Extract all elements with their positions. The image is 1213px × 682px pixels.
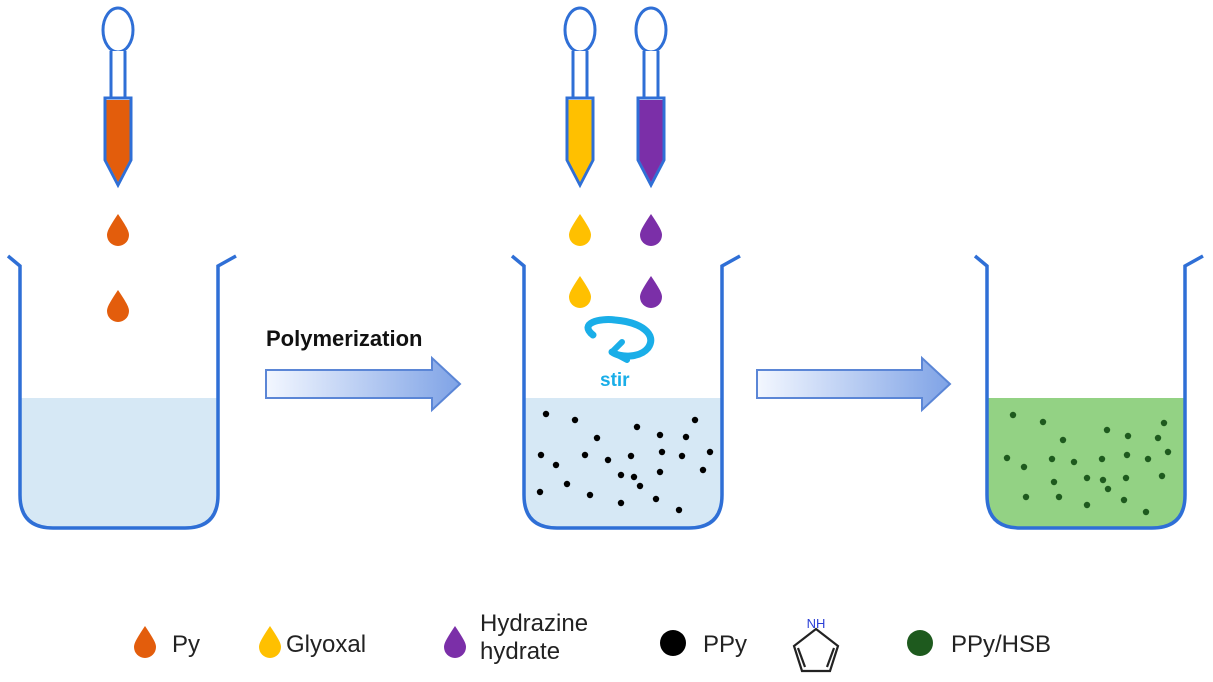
legend-ppy-label: PPy: [703, 631, 748, 658]
legend-hydrazine-line2: hydrate: [480, 638, 561, 665]
legend-hydrazine-line1: Hydrazine: [480, 610, 589, 637]
hydrazine-drop-icon: [640, 276, 662, 308]
arrow-2-icon: [756, 355, 952, 413]
py-dropper-icon: [101, 6, 135, 189]
pyrrole-ring-icon: NH: [792, 616, 840, 673]
glyoxal-dropper-icon: [563, 6, 597, 189]
glyoxal-drop-icon: [569, 214, 591, 246]
beaker-1-icon: [6, 254, 237, 530]
legend-ppy-hsb-dot-icon: [907, 630, 933, 656]
legend-ppy-dot-icon: [660, 630, 686, 656]
py-drop-icon: [107, 290, 129, 322]
py-drop-icon: [107, 214, 129, 246]
ppy-particles: [536, 410, 714, 514]
legend-hydrazine-drop-icon: [444, 626, 466, 658]
ppy-hsb-particles: [1003, 411, 1172, 516]
legend-glyoxal-label: Glyoxal: [286, 631, 367, 658]
legend-hydrazine-label: Hydrazine hydrate: [480, 610, 588, 666]
legend-py-drop-icon: [134, 626, 156, 658]
legend-py-label: Py: [172, 631, 201, 658]
stir-arrow-icon: [584, 316, 655, 363]
arrow-1-icon: [265, 355, 462, 413]
hydrazine-drop-icon: [640, 214, 662, 246]
glyoxal-drop-icon: [569, 276, 591, 308]
polymerization-label: Polymerization: [266, 326, 423, 351]
beaker-3-icon: [973, 254, 1204, 530]
stir-label: stir: [600, 370, 630, 391]
legend-glyoxal-drop-icon: [259, 626, 281, 658]
beaker-2-icon: [510, 254, 741, 530]
legend-ppy-hsb-label: PPy/HSB: [951, 631, 1052, 658]
hydrazine-dropper-icon: [634, 6, 668, 189]
pyrrole-nh-label: NH: [807, 616, 826, 631]
